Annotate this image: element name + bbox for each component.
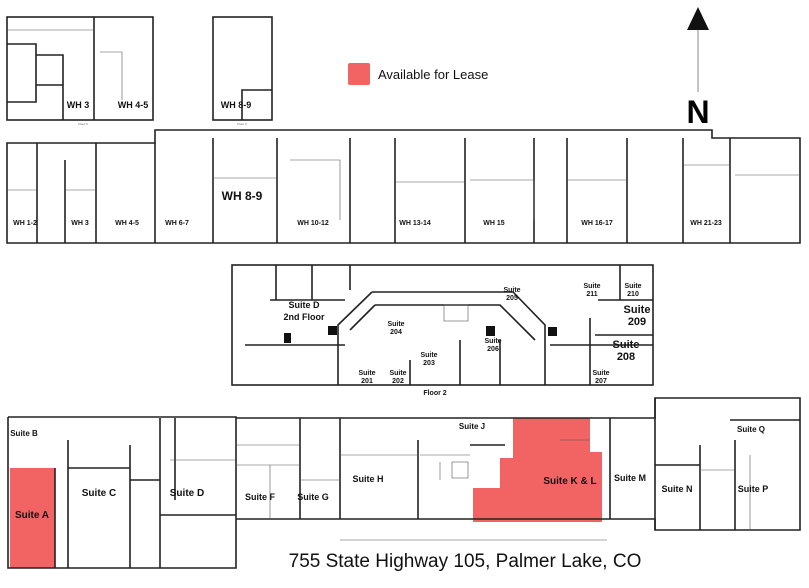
warehouse-labels: WH 1-2 WH 3 WH 4-5 WH 6-7 WH 8-9 WH 10-1… — [13, 189, 722, 227]
suite-label: 203 — [423, 360, 435, 367]
wh-label: WH 3 — [71, 220, 89, 227]
warehouse-floor-plan — [6, 129, 801, 244]
floor-3-plan: WH 3 WH 4-5 WH 8-9 Floor 3 Floor 3 — [6, 16, 273, 126]
suite-label: Suite G — [297, 492, 329, 502]
suite-label: Suite M — [614, 473, 646, 483]
suite-label: Suite A — [15, 510, 49, 521]
wh-label: WH 13-14 — [399, 220, 431, 227]
suite-label: Suite — [387, 321, 404, 328]
suite-label: Suite C — [82, 488, 116, 499]
floor2-caption: Floor 2 — [423, 390, 446, 397]
wh-label: WH 21-23 — [690, 220, 722, 227]
suite-label: Suite Q — [737, 425, 765, 434]
suite-label: Suite — [583, 283, 600, 290]
suite-label: Suite K & L — [543, 476, 596, 487]
suite-a-available-area[interactable] — [10, 468, 55, 568]
property-address: 755 State Highway 105, Palmer Lake, CO — [289, 551, 642, 572]
wh-label: WH 4-5 — [115, 220, 139, 227]
suite-label: Suite N — [661, 484, 692, 494]
north-arrow-icon: N — [686, 7, 710, 130]
suite-label: Suite — [624, 283, 641, 290]
suite-d-2nd-label: 2nd Floor — [284, 312, 325, 322]
floor-1-suite-labels: Suite B Suite A Suite C Suite D Suite F Suite… — [10, 422, 768, 521]
suite-label: 209 — [628, 316, 646, 328]
suite-label: 201 — [361, 378, 373, 385]
suite-label: 208 — [617, 351, 635, 363]
north-label: N — [686, 94, 709, 130]
suite-label: Suite J — [459, 422, 485, 431]
suite-label: Suite — [389, 370, 406, 377]
floor3-caption-left: Floor 3 — [78, 122, 88, 126]
suite-label: Suite D — [170, 488, 204, 499]
floor-2-suite-labels: Suite204Suite205Suite211Suite210Suite209… — [358, 283, 650, 385]
suite-label: Suite — [624, 304, 651, 316]
floor3-wh45-label: WH 4-5 — [118, 100, 149, 110]
suite-label: 207 — [595, 378, 607, 385]
suite-label: 205 — [506, 295, 518, 302]
wh-label: WH 8-9 — [222, 189, 263, 203]
legend-label: Available for Lease — [378, 67, 488, 82]
suite-label: 206 — [487, 346, 499, 353]
floor-1-plan — [7, 397, 801, 569]
suite-label: 202 — [392, 378, 404, 385]
suite-label: Suite — [358, 370, 375, 377]
suite-kl-available-area[interactable] — [473, 418, 602, 522]
suite-label: Suite — [592, 370, 609, 377]
suite-label: Suite — [503, 287, 520, 294]
wh-label: WH 10-12 — [297, 220, 329, 227]
suite-label: Suite — [420, 352, 437, 359]
floor3-wh3-label: WH 3 — [67, 100, 90, 110]
suite-d-2nd-label: Suite D — [288, 300, 320, 310]
suite-label: Suite F — [245, 492, 276, 502]
wh-label: WH 16-17 — [581, 220, 613, 227]
suite-label: Suite — [613, 339, 640, 351]
wh-label: WH 1-2 — [13, 220, 37, 227]
wh-label: WH 6-7 — [165, 220, 189, 227]
suite-label: 204 — [390, 329, 402, 336]
wh-label: WH 15 — [483, 220, 505, 227]
suite-label: Suite H — [352, 474, 383, 484]
suite-label: 211 — [586, 291, 597, 298]
floor-2-labels: Suite D 2nd Floor — [284, 300, 325, 322]
suite-label: Suite — [484, 338, 501, 345]
floor3-wh89-label: WH 8-9 — [221, 100, 252, 110]
legend-swatch — [348, 63, 370, 85]
floor-2-plan — [231, 264, 654, 386]
floor3-caption-right: Floor 3 — [237, 122, 247, 126]
suite-label: Suite B — [10, 429, 38, 438]
suite-label: Suite P — [738, 484, 769, 494]
suite-label: 210 — [627, 291, 639, 298]
